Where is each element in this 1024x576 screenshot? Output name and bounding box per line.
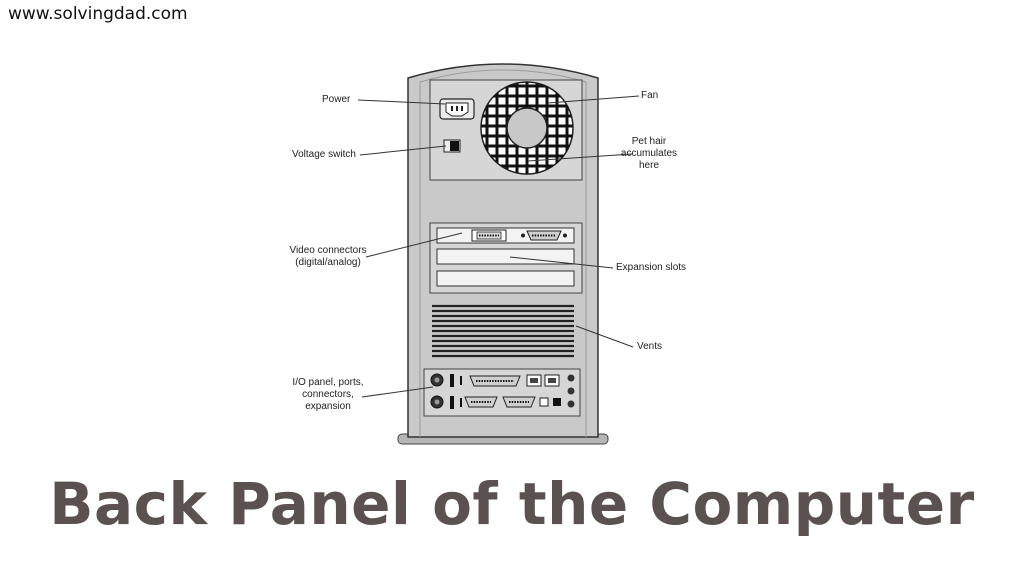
vents (432, 304, 574, 358)
computer-back-panel-diagram (357, 63, 640, 445)
label-pet-hair-line2: accumulates (620, 148, 678, 159)
voltage-switch-icon (443, 139, 461, 153)
label-io-line3: expansion (305, 401, 351, 412)
label-video-connectors-line1: Video connectors (289, 245, 367, 256)
label-io-line2: connectors, (302, 389, 354, 400)
label-power: Power (322, 94, 351, 105)
io-panel (423, 368, 581, 417)
label-pet-hair: Pet hair accumulates here (614, 136, 684, 172)
label-fan: Fan (641, 90, 659, 101)
site-url[interactable]: www.solvingdad.com (8, 4, 188, 24)
label-video-connectors-line2: (digital/analog) (295, 257, 361, 268)
label-pet-hair-line1: Pet hair (631, 136, 667, 147)
label-voltage-switch: Voltage switch (292, 149, 356, 160)
label-pet-hair-line3: here (638, 160, 659, 171)
power-socket-icon (439, 98, 475, 120)
label-vents: Vents (637, 341, 663, 352)
leader-lines (357, 95, 640, 398)
fan-grille-icon (480, 81, 574, 175)
video-connectors-icon (471, 229, 567, 242)
label-expansion-slots: Expansion slots (616, 262, 687, 273)
page-title: Back Panel of the Computer (49, 470, 975, 538)
label-io-panel: I/O panel, ports, connectors, expansion (278, 377, 378, 413)
label-io-line1: I/O panel, ports, (292, 377, 364, 388)
label-video-connectors: Video connectors (digital/analog) (278, 245, 378, 269)
